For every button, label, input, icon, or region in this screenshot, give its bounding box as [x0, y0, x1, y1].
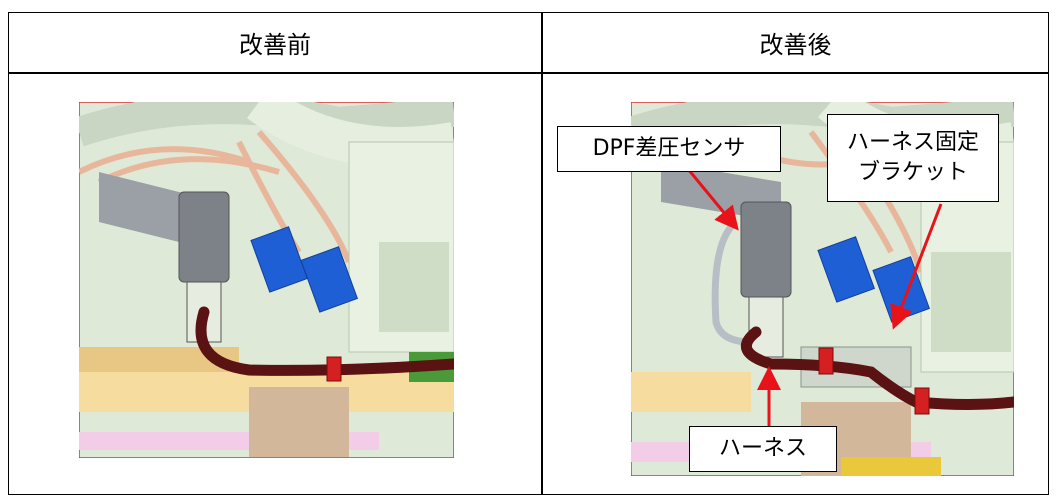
- comparison-table: 改善前 改善後: [8, 12, 1049, 495]
- header-before: 改善前: [239, 31, 311, 59]
- header-after: 改善後: [759, 31, 832, 59]
- column-divider: [541, 13, 543, 494]
- cell-after: DPF差圧センサ ハーネス固定 ブラケット ハーネス: [543, 74, 1048, 494]
- after-engine-image: [631, 102, 1014, 476]
- before-engine-image: [79, 102, 454, 458]
- label-dpf-sensor: DPF差圧センサ: [557, 126, 781, 172]
- label-bracket-line1: ハーネス固定: [846, 130, 979, 156]
- label-bracket: ハーネス固定 ブラケット: [827, 114, 999, 202]
- annotation-arrows: [686, 168, 943, 426]
- header-divider: [9, 72, 1048, 74]
- label-harness: ハーネス: [689, 426, 837, 472]
- arrow-dpf-sensor: [686, 168, 739, 231]
- cell-before: [9, 74, 541, 494]
- label-bracket-line2: ブラケット: [857, 160, 968, 185]
- arrow-bracket: [890, 203, 943, 330]
